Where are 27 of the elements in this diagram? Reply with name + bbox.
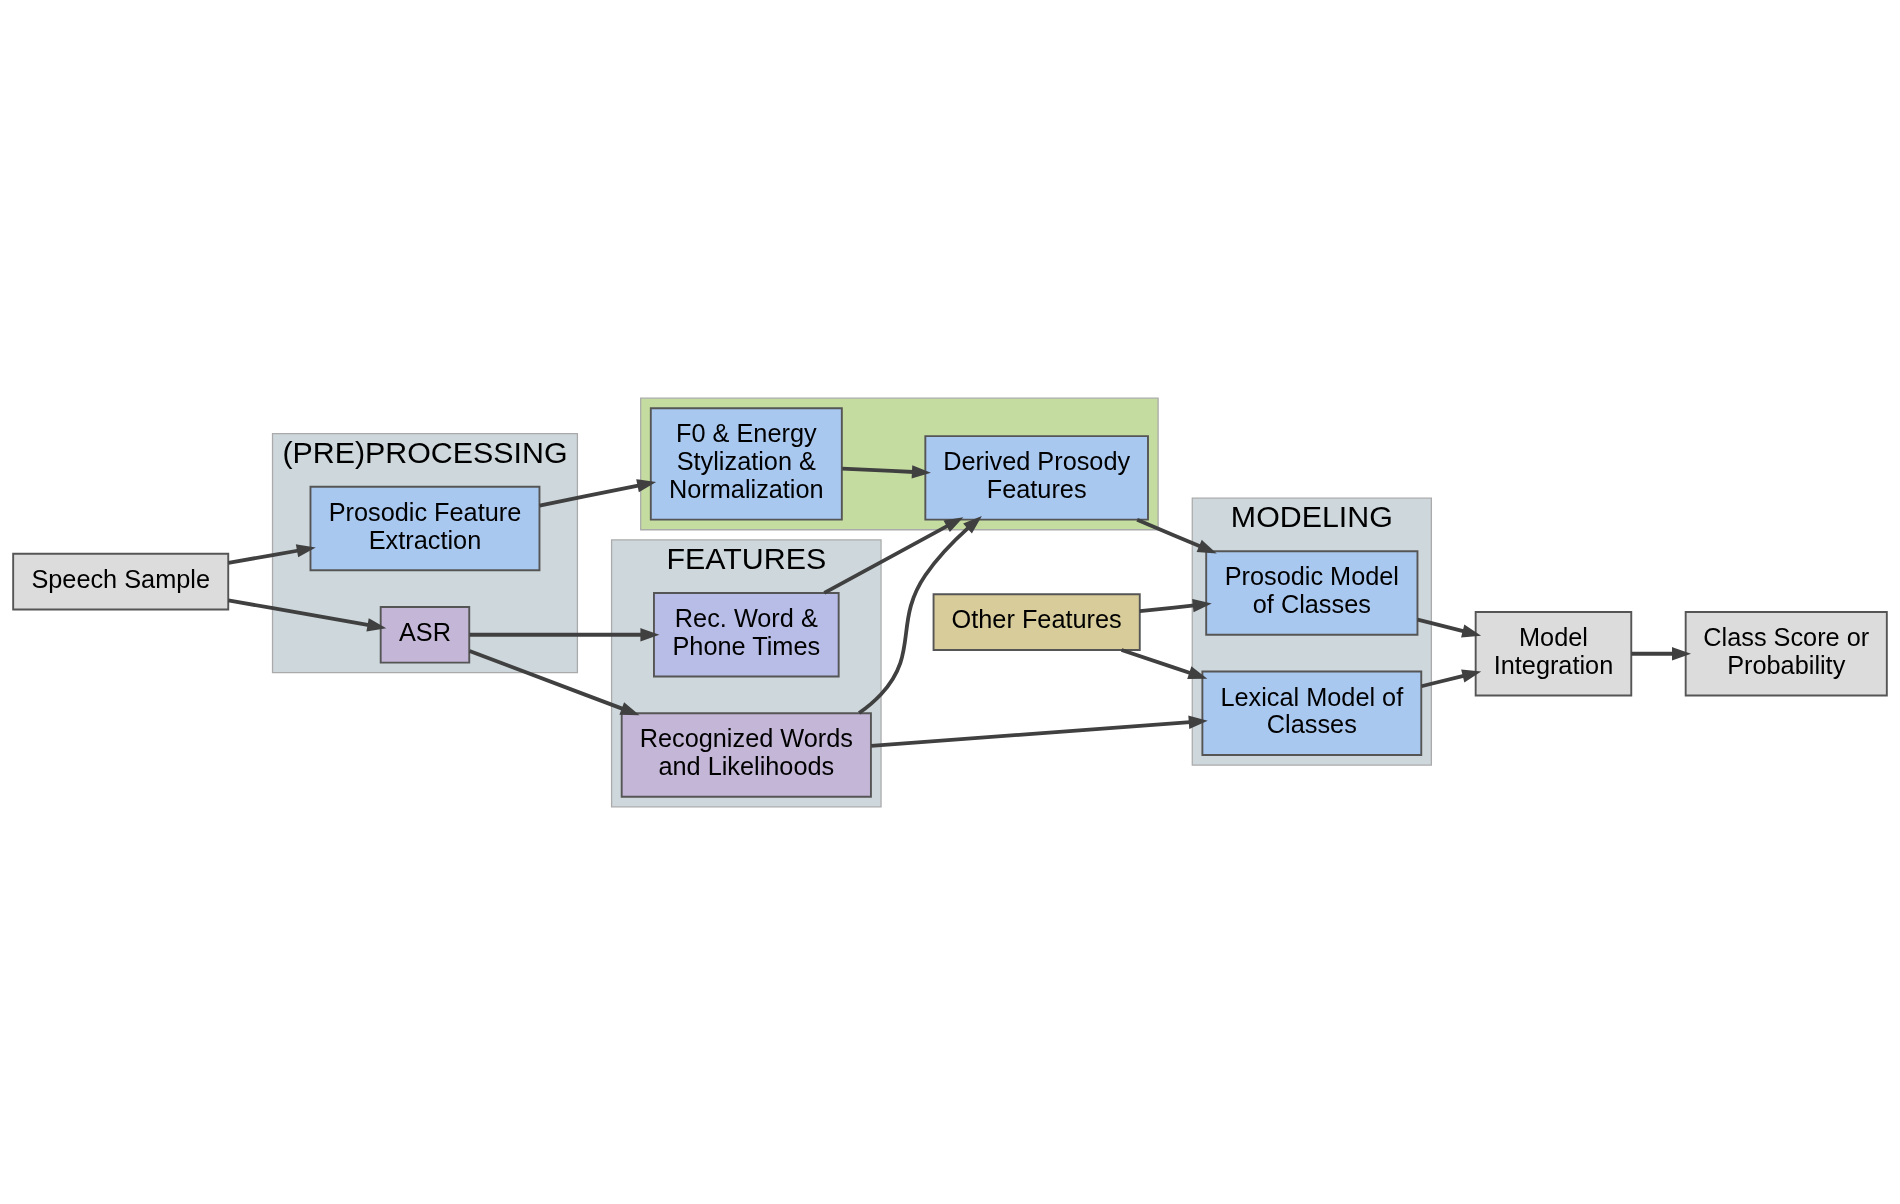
arrow [871, 715, 1208, 748]
arrow [857, 515, 982, 715]
node-box: Model Integration [1474, 610, 1633, 696]
arrow [228, 598, 387, 631]
node-box: Derived Prosody Features [924, 434, 1149, 521]
arrow [1421, 669, 1482, 688]
node-box: Lexical Model of Classes [1201, 670, 1423, 756]
arrow [469, 627, 660, 641]
node-box: Speech Sample [12, 552, 230, 610]
arrow [228, 543, 316, 565]
arrow [1139, 598, 1212, 613]
node-box: Recognized Words and Likelihoods [620, 711, 872, 798]
arrow [1136, 517, 1217, 553]
node-box: Rec. Word & Phone Times [653, 591, 840, 677]
node-box: Prosodic Model of Classes [1205, 549, 1419, 636]
arrow [823, 516, 964, 595]
arrow [1417, 617, 1482, 637]
arrow [539, 478, 657, 507]
node-box: ASR [379, 605, 471, 664]
node-box: Prosodic Feature Extraction [309, 485, 541, 571]
arrow [1631, 646, 1692, 660]
node-box: Class Score or Probability [1684, 610, 1888, 696]
node-box: F0 & Energy Stylization & Normalization [649, 406, 843, 521]
node-box: Other Features [932, 592, 1141, 651]
arrow [842, 464, 931, 479]
arrow [1121, 647, 1208, 679]
arrow [468, 648, 640, 715]
